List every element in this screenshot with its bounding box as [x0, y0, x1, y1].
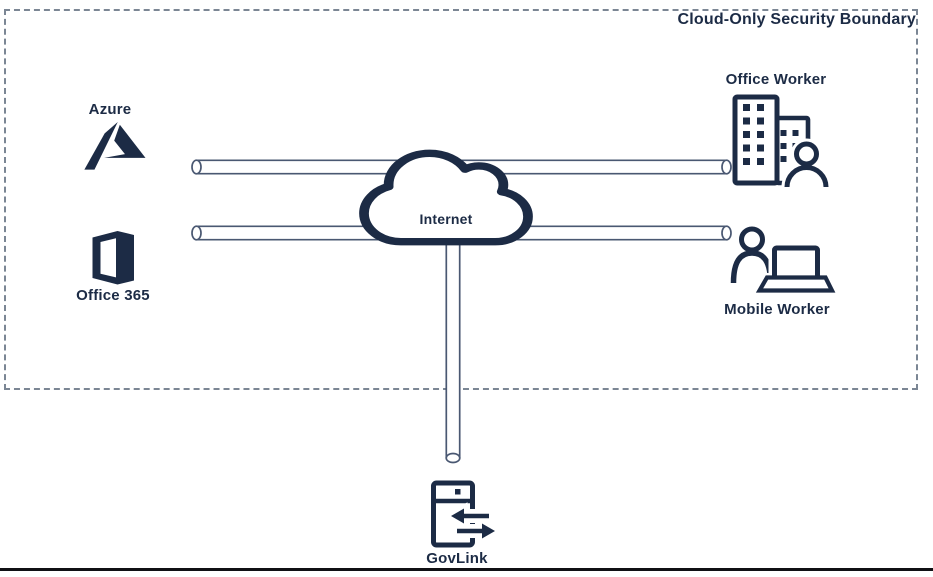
security-boundary-box — [4, 9, 918, 390]
office-365-label: Office 365 — [76, 287, 150, 304]
internet-cloud-icon — [359, 149, 533, 246]
azure-label: Azure — [88, 101, 132, 118]
govlink-label: GovLink — [426, 550, 488, 567]
office-worker-icon — [732, 94, 832, 188]
mobile-worker-label: Mobile Worker — [724, 301, 830, 318]
office-365-logo-icon — [92, 231, 134, 285]
internet-label: Internet — [419, 211, 473, 227]
boundary-title: Cloud-Only Security Boundary — [677, 11, 916, 28]
azure-logo-icon — [84, 122, 146, 170]
office-worker-label: Office Worker — [725, 71, 827, 88]
page-baseline — [0, 568, 933, 571]
govlink-icon — [431, 480, 502, 548]
mobile-worker-icon — [730, 226, 840, 295]
pipe-connection-internet-govlink — [445, 242, 461, 464]
